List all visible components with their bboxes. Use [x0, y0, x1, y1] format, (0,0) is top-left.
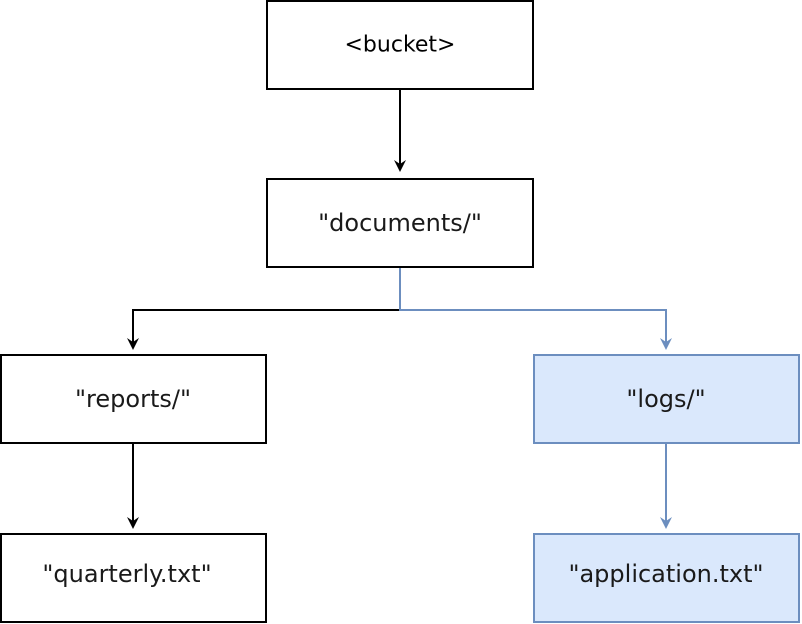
node-bucket-label: <bucket> — [345, 33, 456, 58]
node-reports: "reports/" — [0, 354, 267, 444]
node-logs: "logs/" — [533, 354, 800, 444]
node-documents: "documents/" — [266, 178, 534, 268]
node-quarterly-label: "quarterly.txt" — [42, 560, 211, 588]
node-application-label: "application.txt" — [568, 560, 763, 588]
node-quarterly: "quarterly.txt" — [0, 533, 267, 623]
edge-documents-to-logs — [399, 268, 672, 350]
edge-documents-to-reports — [127, 268, 401, 350]
node-application: "application.txt" — [533, 533, 800, 623]
node-logs-label: "logs/" — [626, 385, 705, 413]
node-documents-label: "documents/" — [318, 209, 482, 237]
node-bucket: <bucket> — [266, 0, 534, 90]
node-reports-label: "reports/" — [75, 385, 191, 413]
